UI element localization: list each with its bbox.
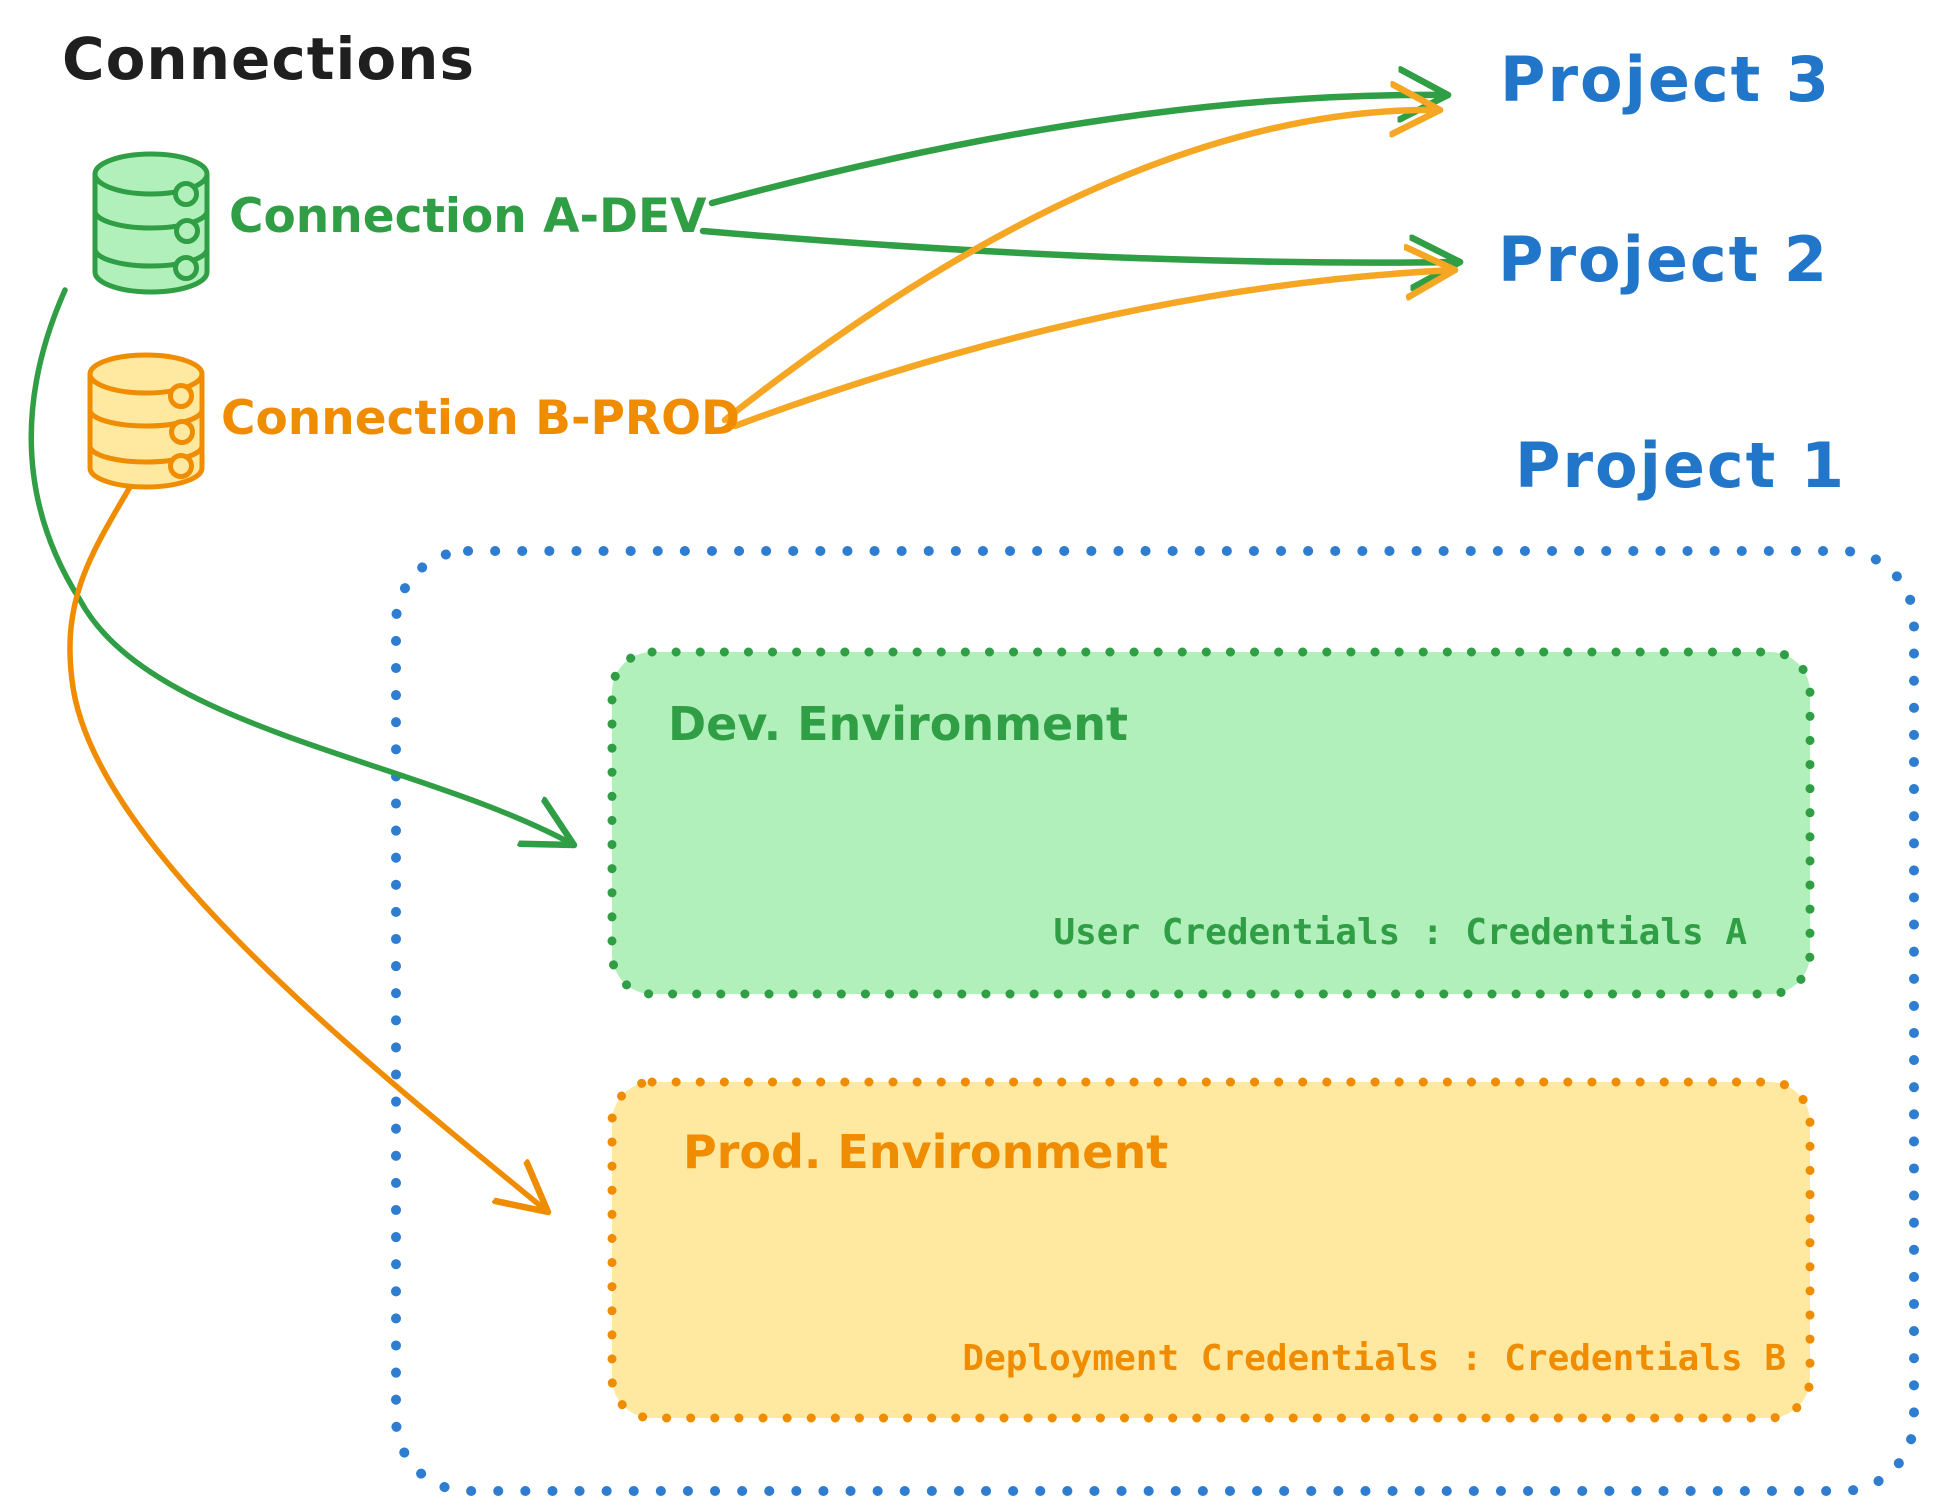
arrow-b-prod-to-project3 — [721, 110, 1444, 424]
database-icon-a-dev — [92, 151, 210, 295]
database-icon-b-prod — [87, 352, 205, 490]
connection-b-prod-label: Connection B-PROD — [221, 391, 741, 446]
project1-label: Project 1 — [1515, 429, 1847, 502]
project3-label: Project 3 — [1500, 43, 1832, 116]
prod-environment-title: Prod. Environment — [683, 1125, 1169, 1179]
prod-environment-credentials: Deployment Credentials : Credentials B — [962, 1338, 1786, 1379]
arrow-b-prod-to-project2 — [731, 270, 1459, 430]
arrow-a-dev-to-project2 — [699, 227, 1464, 263]
dev-environment-box — [607, 647, 1815, 999]
project2-label: Project 2 — [1498, 223, 1830, 296]
connection-a-dev-label: Connection A-DEV — [229, 189, 707, 244]
dev-environment-credentials: User Credentials : Credentials A — [1053, 912, 1747, 953]
arrow-b-prod-to-prod-environment — [67, 484, 548, 1212]
dev-environment-title: Dev. Environment — [668, 697, 1128, 751]
diagram-title: Connections — [62, 25, 475, 93]
arrow-a-dev-to-dev-environment — [28, 287, 574, 845]
project1-container-border — [391, 546, 1919, 1496]
prod-environment-box — [607, 1077, 1815, 1423]
arrow-a-dev-to-project3 — [708, 95, 1452, 207]
